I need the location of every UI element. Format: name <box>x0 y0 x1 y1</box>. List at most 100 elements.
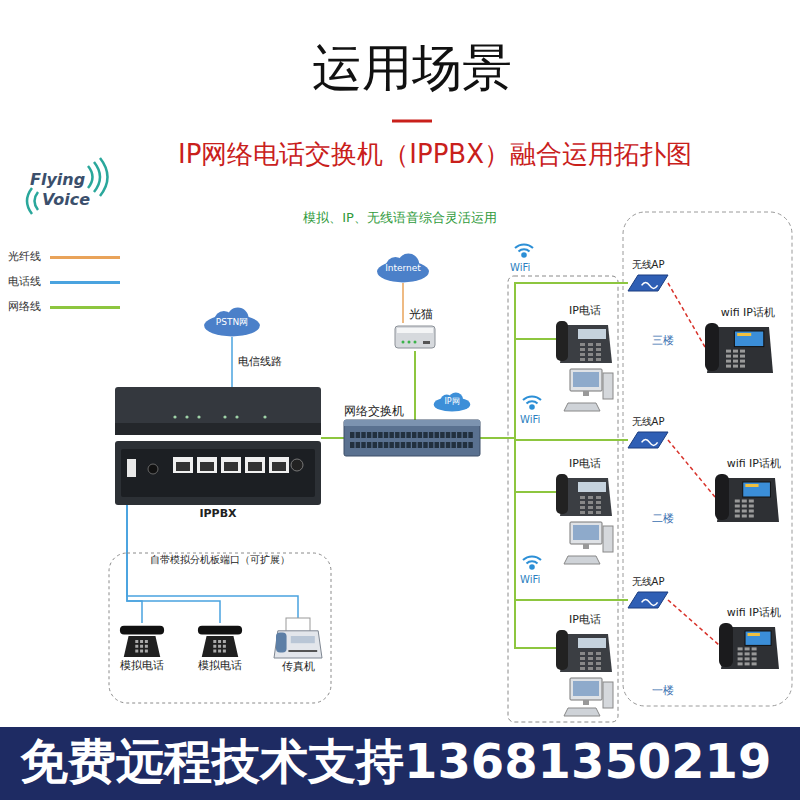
phone-drawing <box>120 626 164 657</box>
switch-part <box>406 442 410 448</box>
switch-part <box>451 442 455 448</box>
ipphone-part <box>580 662 585 665</box>
phone-part <box>223 645 226 648</box>
cloud-label: PSTN网 <box>216 317 248 328</box>
ap-part <box>642 599 658 605</box>
logo-text: Flying <box>30 170 85 189</box>
switch-part <box>446 432 450 438</box>
switch-part <box>373 432 377 438</box>
switch-part <box>350 432 354 438</box>
deskphone-part <box>737 333 751 336</box>
switch-part <box>412 442 416 448</box>
switch-part <box>435 432 439 438</box>
phone-icon <box>118 623 166 657</box>
switch-part <box>401 442 405 448</box>
ippbx-part <box>115 441 321 505</box>
ippbx-device: IPPBX <box>115 387 321 505</box>
internet-cloud: Internet <box>376 253 430 283</box>
ipphone-part <box>583 544 589 549</box>
switch-part <box>440 442 444 448</box>
switch-part <box>344 420 480 426</box>
ipphone-part <box>580 667 585 670</box>
fax-part <box>274 631 322 658</box>
subtitle: IP网络电话交换机（IPPBX）融合运用拓扑图 <box>178 139 692 170</box>
phone-part <box>135 650 138 653</box>
ipphone-part <box>564 708 600 716</box>
ipphone-part <box>580 348 585 351</box>
phone-part <box>218 650 221 653</box>
deskphone-part <box>726 365 731 368</box>
device-label: 无线AP <box>632 259 665 271</box>
ipphone-part <box>588 358 593 361</box>
legend-text: 光纤线 <box>8 250 41 263</box>
deskphone-part <box>745 484 758 487</box>
connector-line <box>480 438 628 600</box>
ipphone-drawing <box>556 321 613 411</box>
logo-text: Voice <box>42 190 90 209</box>
switch-part <box>401 432 405 438</box>
deskphone-part <box>738 652 743 655</box>
connector-line <box>668 440 715 497</box>
logo-arc <box>35 192 39 210</box>
modem-part <box>423 341 430 344</box>
ipphone-part <box>556 321 568 361</box>
deskphone-part <box>745 657 750 660</box>
ipphone-part <box>570 522 602 544</box>
ipphone-part <box>603 373 613 399</box>
switch-part <box>367 432 371 438</box>
ap-icon <box>628 273 668 293</box>
device-label: IP电话 <box>569 457 601 470</box>
deskphone-part <box>745 662 750 665</box>
ap-drawing <box>628 275 668 291</box>
device-label: 传真机 <box>282 660 315 673</box>
ippbx-part <box>235 415 238 418</box>
deskphone-part <box>738 647 743 650</box>
modem-part <box>395 326 435 348</box>
wifi-label: WiFi <box>520 414 540 426</box>
ipphone-part <box>564 556 600 564</box>
ipphone-part <box>580 652 585 655</box>
ipphone-part <box>580 511 585 514</box>
ipphone-part <box>596 652 601 655</box>
deskphone-part <box>734 331 763 347</box>
deskphone-part <box>733 355 738 358</box>
ip-phone: IP电话 <box>556 472 614 564</box>
deskphone-part <box>705 323 719 371</box>
switch-icon <box>344 420 480 456</box>
device-label: IP电话 <box>569 613 601 626</box>
ipphone-part <box>588 496 593 499</box>
ippbx-part <box>173 457 193 473</box>
connector-line <box>127 505 142 623</box>
ipphone-part <box>580 358 585 361</box>
connector-line <box>668 600 719 645</box>
logo-arc <box>27 188 32 214</box>
deskphone-part <box>740 365 745 368</box>
phone-part <box>135 645 138 648</box>
phone-part <box>135 640 138 643</box>
ipphone-part <box>603 682 613 708</box>
deskphone-drawing <box>719 623 779 669</box>
deskphone-part <box>749 505 754 508</box>
deskphone-part <box>742 500 747 503</box>
ap-drawing <box>628 432 668 448</box>
ap-icon <box>628 430 668 450</box>
ipphone-part <box>564 403 600 411</box>
device-label: wifi IP话机 <box>727 457 781 470</box>
ap-part <box>628 592 668 608</box>
phone-part <box>140 650 143 653</box>
cloud-drawing <box>434 392 470 411</box>
connector-line <box>321 437 344 439</box>
cloud-part <box>434 397 470 411</box>
ipphone-part <box>596 511 601 514</box>
phone-part <box>198 626 242 635</box>
device-label: 模拟电话 <box>120 659 164 672</box>
ippbx-part <box>173 415 176 418</box>
deskphone-part <box>740 360 745 363</box>
modem-part <box>402 341 405 344</box>
legend-swatch <box>50 281 120 284</box>
wifi-arc <box>519 249 530 251</box>
wifi-dot <box>530 405 534 409</box>
connector-line <box>414 351 416 420</box>
ap-part <box>642 282 658 288</box>
ipphone-part <box>583 391 589 396</box>
